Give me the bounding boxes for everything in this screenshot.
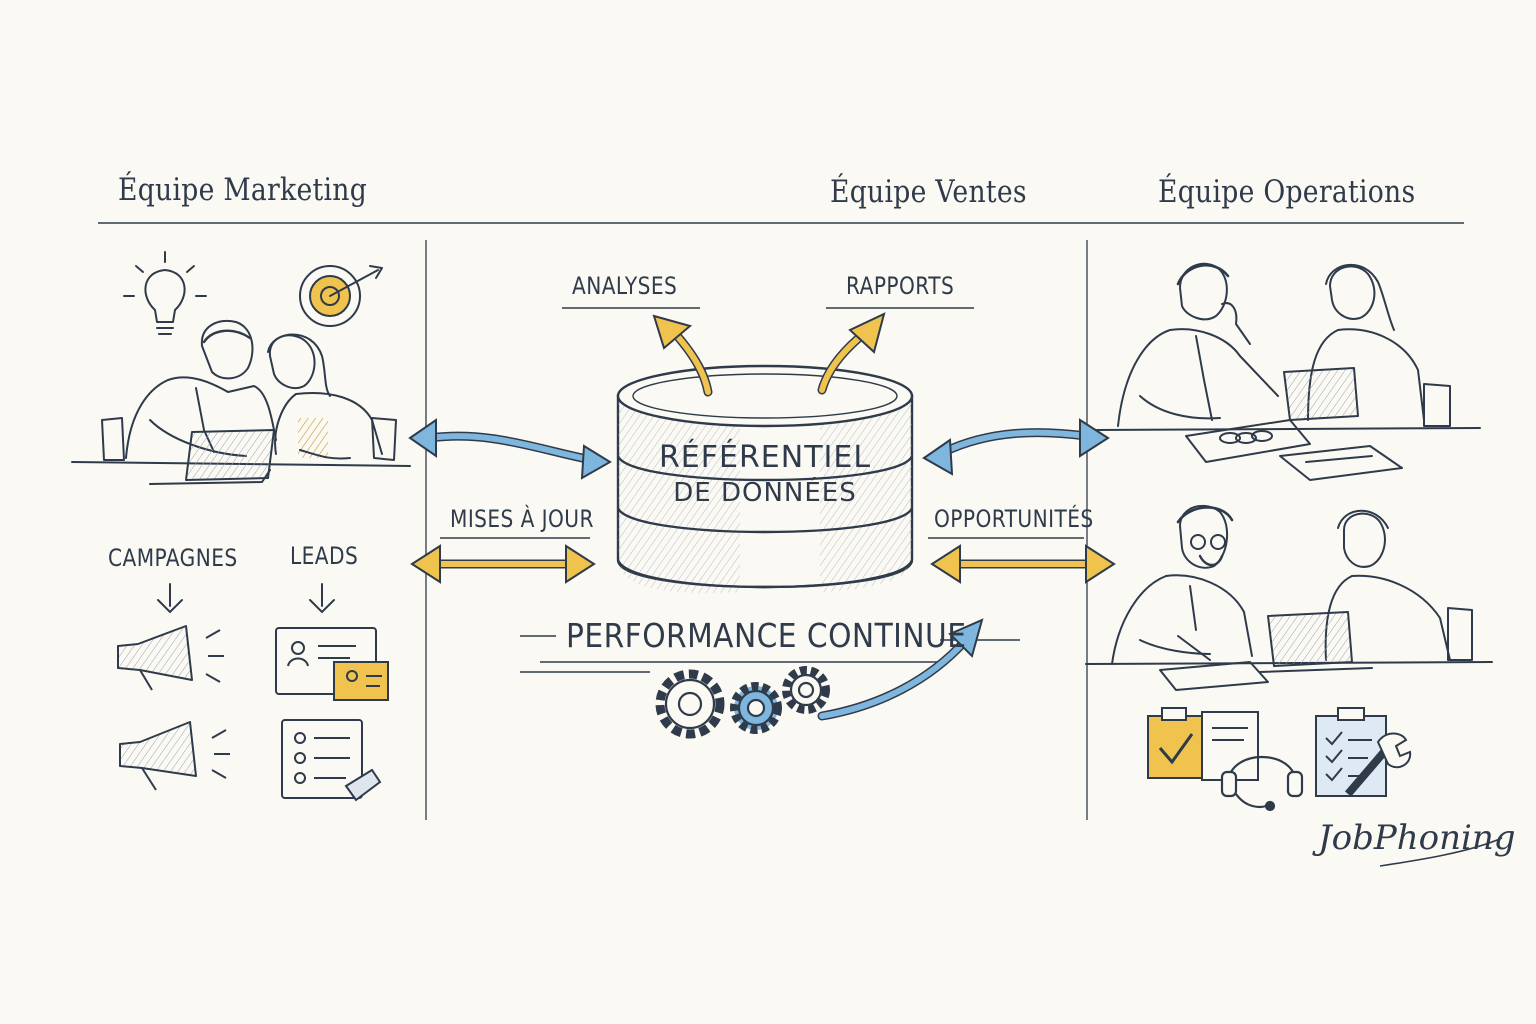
checklist-clipboard-icon <box>1147 707 1259 781</box>
lead-list-icon <box>281 719 382 802</box>
headset-icon <box>1220 755 1304 812</box>
database-title-line2: DE DONNÉES <box>673 478 857 508</box>
task-clipboard-wrench-icon <box>1315 707 1412 797</box>
team-ventes-title: Équipe Ventes <box>830 174 1027 210</box>
analyses-label: ANALYSES <box>572 272 678 300</box>
database-title-line1: RÉFÉRENTIEL <box>658 440 872 475</box>
campagnes-label: CAMPAGNES <box>108 544 238 572</box>
leads-arrow-icon <box>309 583 335 614</box>
lead-card-icon <box>275 627 389 701</box>
performance-continue-label: PERFORMANCE CONTINUE <box>566 616 967 655</box>
team-operations-title: Équipe Operations <box>1158 174 1416 210</box>
brand-underline <box>1379 837 1503 867</box>
megaphone-icon <box>117 625 224 691</box>
megaphone-icon-2 <box>119 721 230 791</box>
campagnes-arrow-icon <box>157 583 183 614</box>
operations-team-illustration <box>1085 504 1493 691</box>
analyses-arrow <box>652 314 713 397</box>
opportunites-label: OPPORTUNITÉS <box>934 505 1094 533</box>
leads-label: LEADS <box>290 542 359 570</box>
marketing-team-illustration <box>71 251 411 485</box>
performance-arrow <box>817 618 984 721</box>
ventes-team-illustration <box>1095 262 1481 481</box>
rapports-label: RAPPORTS <box>846 272 955 300</box>
database-cylinder <box>616 364 914 593</box>
target-icon <box>299 265 383 327</box>
rapports-arrow <box>817 312 886 395</box>
marketing-sync-arrow <box>408 418 612 480</box>
mises-a-jour-arrow <box>410 544 596 584</box>
opportunites-arrow <box>930 544 1116 584</box>
performance-lines <box>520 635 1020 673</box>
brand-logo: JobPhoning <box>1318 818 1516 858</box>
team-marketing-title: Équipe Marketing <box>118 172 368 208</box>
gears-icon <box>655 666 830 739</box>
operations-sync-arrow <box>922 418 1110 476</box>
lightbulb-icon <box>123 251 207 335</box>
mises-a-jour-label: MISES À JOUR <box>450 505 594 533</box>
